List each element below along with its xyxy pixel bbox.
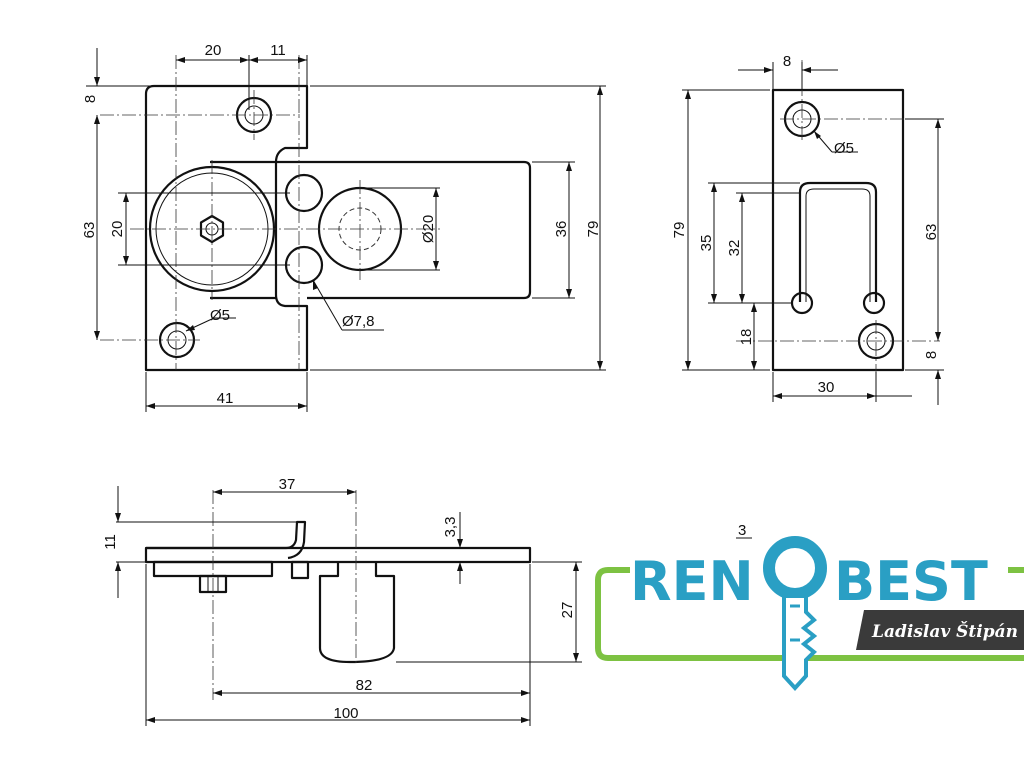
small-hole-top: [284, 173, 324, 213]
dim-label-20-inner: 20: [109, 221, 126, 238]
dim-label-3-3: 3,3: [442, 517, 459, 538]
logo-brand-left: REN: [630, 550, 754, 613]
side-view: 8 Ø5 79 35 32 18 63: [671, 53, 944, 405]
dim-label-dia7-8: Ø7,8: [342, 313, 375, 330]
dim-label-32: 32: [726, 240, 743, 257]
slot-end-left: [790, 291, 814, 315]
side-plate-outline: [771, 88, 905, 372]
dim-label-27: 27: [559, 602, 576, 619]
dim-label-side-63: 63: [923, 224, 940, 241]
dim-label-36: 36: [553, 221, 570, 238]
dim-label-30: 30: [818, 379, 835, 396]
dim-label-82: 82: [356, 677, 373, 694]
owner-plate: [856, 610, 1024, 650]
dim-label-dia20: Ø20: [420, 215, 437, 243]
dim-label-100: 100: [333, 705, 358, 722]
logo-brand-right: BEST: [834, 550, 988, 613]
dim-label-18: 18: [738, 329, 755, 346]
logo-mark: 3: [738, 522, 746, 539]
logo-owner: Ladislav Štipán: [871, 621, 1018, 642]
dim-label-8-left: 8: [82, 95, 99, 103]
dim-label-side-dia5: Ø5: [834, 140, 854, 157]
dim-label-20-top: 20: [205, 42, 222, 59]
key-icon: [763, 536, 827, 691]
key-teeth: [790, 604, 800, 642]
renobest-logo: REN BEST Ladislav Štipán 3: [595, 522, 1024, 691]
key-shaft: [782, 594, 818, 691]
dim-label-79: 79: [585, 221, 602, 238]
side-slot: [798, 181, 878, 302]
side-slot-inner: [805, 188, 871, 302]
dim-label-11: 11: [102, 534, 119, 550]
small-hole-bottom: [284, 245, 324, 285]
dim-label-41: 41: [217, 390, 234, 407]
dim-label-8-top: 8: [783, 53, 791, 70]
dim-label-35: 35: [698, 235, 715, 252]
bottom-plate: [144, 546, 532, 564]
dim-label-11-top: 11: [270, 42, 286, 59]
small-pin: [290, 560, 310, 580]
front-arm: [276, 160, 532, 300]
front-view: 20 11 8 63 20 Ø20 36 79: [81, 42, 606, 412]
bent-arm: [146, 520, 307, 560]
dim-label-side-8-bottom: 8: [923, 351, 940, 359]
slot-end-right: [862, 291, 886, 315]
logo-frame: [595, 567, 1024, 661]
dim-label-63-left: 63: [81, 222, 98, 239]
dim-label-side-79: 79: [671, 222, 688, 239]
pivot-pin: [318, 562, 396, 664]
dim-label-dia5: Ø5: [210, 307, 230, 324]
hex-nut: [199, 214, 225, 244]
dim-label-37: 37: [279, 476, 296, 493]
leader-line: [312, 279, 343, 331]
bottom-view: 37 11 3,3 27 82 100: [102, 476, 582, 726]
front-plate-outline: [144, 84, 309, 372]
